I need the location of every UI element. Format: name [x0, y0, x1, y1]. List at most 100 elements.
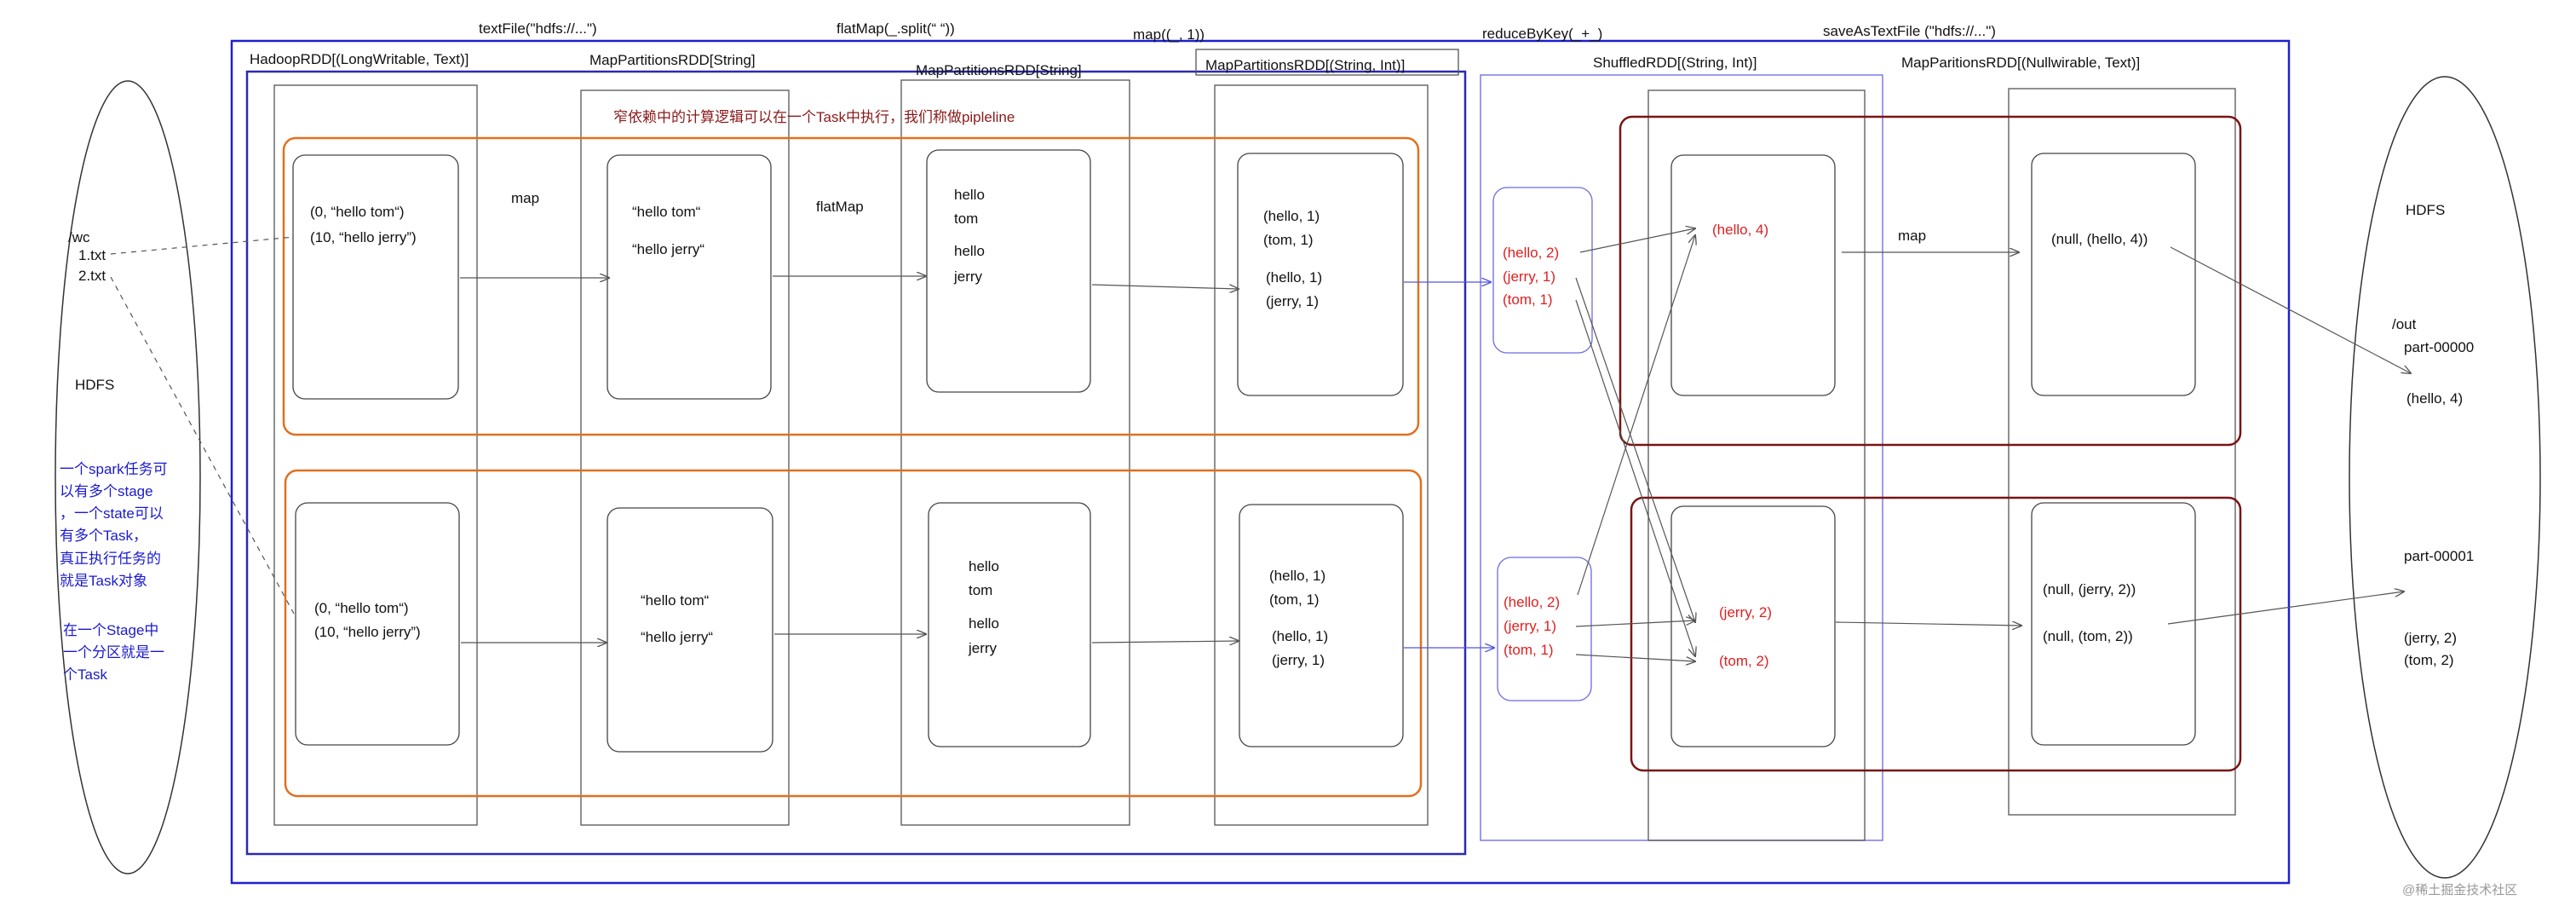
combine-group-1 — [1492, 187, 1593, 354]
edge-label-map-1: map — [511, 190, 539, 206]
p2-pair-3: (hello, 1) — [1272, 628, 1328, 644]
p1-pair-2: (tom, 1) — [1263, 232, 1314, 248]
arrow-output-to-part-00001 — [2167, 591, 2404, 625]
hdfs-input-ellipse — [55, 80, 201, 874]
p2-pair-4: (jerry, 1) — [1272, 652, 1325, 668]
dashed-link-file2 — [110, 276, 295, 615]
shuffle-arrow-hello-1 — [1579, 228, 1695, 253]
op-flatmap-label: flatMap(_.split(“ “)) — [837, 20, 955, 37]
p2-pair-1: (hello, 1) — [1269, 568, 1325, 584]
hdfs-output-title: HDFS — [2406, 202, 2445, 218]
partition-map-1 — [607, 154, 772, 400]
edge-label-flatmap: flatMap — [816, 199, 864, 215]
p1-hadoop-record-1: (0, “hello tom“) — [310, 204, 405, 220]
op-textfile-label: textFile("hdfs://...") — [479, 20, 597, 37]
hdfs-input-file-1: 1.txt — [78, 247, 106, 263]
op-saveastextfile-label: saveAsTextFile ("hdfs://...") — [1823, 23, 1996, 39]
p1-flat-word-1: hello — [954, 187, 985, 203]
g2-combined-hello: (hello, 2) — [1504, 594, 1560, 610]
rdd-column-mappartitions-3 — [1214, 84, 1429, 826]
partition-flatmap-1 — [926, 149, 1091, 393]
stage-0-boundary — [245, 70, 1467, 856]
hdfs-output-part-00001-value-2: (tom, 2) — [2404, 652, 2454, 668]
rdd-label-frame — [1195, 49, 1459, 76]
pipeline-task-2 — [284, 469, 1423, 798]
hdfs-output-part-00001: part-00001 — [2404, 548, 2474, 564]
stage-1-boundary — [1480, 74, 1883, 841]
p2-flat-word-2: tom — [969, 582, 992, 598]
rdd-mappartitions-2-label: MapPartitionsRDD[String] — [916, 62, 1082, 78]
combine-group-2 — [1497, 557, 1592, 701]
s1-reduced-hello: (hello, 4) — [1712, 222, 1768, 238]
note-stage-line-3: ，一个state可以 — [60, 505, 164, 522]
p1-flat-word-3: hello — [954, 243, 985, 259]
rdd-shuffled-label: ShuffledRDD[(String, Int)] — [1593, 55, 1757, 71]
g1-combined-tom: (tom, 1) — [1503, 291, 1553, 308]
op-map-label: map((_, 1)) — [1133, 26, 1205, 43]
result-task-2 — [1630, 496, 2242, 772]
p1-hadoop-record-2: (10, “hello jerry”) — [310, 229, 417, 245]
shuffle-arrow-tom-1 — [1575, 299, 1695, 656]
note-partition-line-2: 一个分区就是一 — [63, 644, 164, 661]
hdfs-output-part-00001-value-1: (jerry, 2) — [2404, 630, 2457, 646]
shuffle-arrow-jerry-1 — [1575, 277, 1695, 622]
pipeline-task-1 — [282, 136, 1420, 436]
p1-pair-1: (hello, 1) — [1263, 208, 1320, 224]
rdd-column-shuffled — [1647, 89, 1866, 841]
note-stage-line-1: 一个spark任务可 — [60, 461, 168, 477]
p2-hadoop-record-1: (0, “hello tom“) — [314, 600, 409, 616]
note-partition-line-1: 在一个Stage中 — [63, 622, 158, 638]
p2-flat-word-1: hello — [969, 558, 999, 574]
partition-map-2 — [607, 507, 773, 753]
op-reducebykey-label: reduceByKey(_+_) — [1482, 26, 1602, 42]
p2-map-record-1: “hello tom“ — [641, 592, 710, 609]
rdd-mappartitions-1-label: MapPartitionsRDD[String] — [589, 52, 756, 68]
shuffle-arrow-jerry-2 — [1575, 620, 1695, 627]
rdd-column-mappartitions-2 — [900, 79, 1130, 826]
note-partition-line-3: 个Task — [63, 667, 107, 683]
arrow-output-to-part-00000 — [2170, 246, 2411, 373]
rdd-mappartitions-3-label: MapPartitionsRDD[(String, Int)] — [1205, 57, 1405, 73]
s2-reduced-tom: (tom, 2) — [1719, 653, 1769, 669]
rdd-mappartitions-4-label: MapParitionsRDD[(Nullwirable, Text)] — [1901, 55, 2140, 71]
s2-reduced-jerry: (jerry, 2) — [1719, 604, 1772, 620]
partition-output-1 — [2031, 153, 2196, 396]
shuffle-arrow-tom-2 — [1575, 654, 1695, 661]
hdfs-output-part-00000: part-00000 — [2404, 339, 2474, 355]
hdfs-input-file-2: 2.txt — [78, 268, 106, 284]
dashed-link-file1 — [110, 236, 295, 255]
rdd-column-hadoop — [273, 84, 478, 826]
hdfs-output-part-00000-value: (hello, 4) — [2406, 390, 2463, 407]
g2-combined-tom: (tom, 1) — [1504, 642, 1554, 658]
partition-flatmap-2 — [928, 502, 1091, 747]
watermark: @稀土掘金技术社区 — [2402, 883, 2517, 897]
p1-pair-4: (jerry, 1) — [1266, 293, 1319, 309]
rdd-column-mappartitions-1 — [580, 89, 790, 826]
partition-pairs-2 — [1239, 504, 1404, 747]
p2-pair-2: (tom, 1) — [1269, 591, 1320, 608]
result-task-1 — [1619, 115, 2242, 447]
shuffle-arrow-hello-2 — [1577, 235, 1695, 596]
s2-output-record-1: (null, (jerry, 2)) — [2043, 581, 2136, 597]
p1-map-record-1: “hello tom“ — [632, 204, 701, 220]
edge-label-map-2: map — [1898, 228, 1926, 244]
p1-map-record-2: “hello jerry“ — [632, 241, 704, 257]
arrow-flat-to-pairs-1 — [1091, 284, 1239, 289]
note-stage-line-5: 真正执行任务的 — [60, 551, 161, 567]
pipeline-note: 窄依赖中的计算逻辑可以在一个Task中执行，我们称做pipleline — [613, 109, 1015, 125]
partition-output-2 — [2031, 502, 2196, 746]
hdfs-input-title: HDFS — [75, 377, 114, 393]
partition-shuffled-2 — [1670, 505, 1836, 747]
arrow-flat-to-pairs-2 — [1091, 641, 1239, 643]
p1-flat-word-2: tom — [954, 211, 978, 227]
note-stage-line-2: 以有多个stage — [60, 483, 153, 499]
partition-pairs-1 — [1237, 153, 1404, 396]
arrow-shuffled-to-output-2 — [1835, 622, 2021, 626]
p2-flat-word-4: jerry — [968, 640, 998, 656]
g1-combined-hello: (hello, 2) — [1503, 245, 1559, 261]
hdfs-output-ellipse — [2349, 76, 2541, 879]
note-stage-line-4: 有多个Task， — [60, 528, 147, 544]
hdfs-input-dir: /wc — [68, 229, 90, 245]
g2-combined-jerry: (jerry, 1) — [1504, 618, 1556, 634]
